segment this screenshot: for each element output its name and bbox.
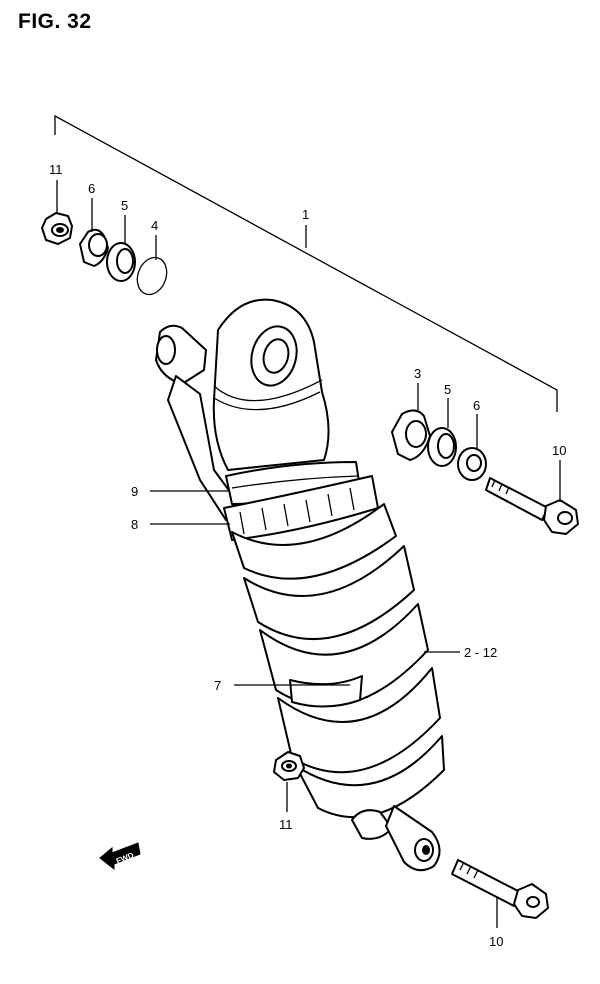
leader-lines — [56, 180, 561, 928]
coil-spring — [231, 503, 445, 819]
callout-2-12: 2 - 12 — [464, 645, 497, 660]
callout-5-left: 5 — [121, 198, 128, 213]
callout-4: 4 — [151, 218, 158, 233]
callout-6-right: 6 — [473, 398, 480, 413]
callout-11-upper: 11 — [49, 162, 63, 177]
flange-nut-lower — [273, 751, 305, 781]
fwd-arrow-icon: FWD — [99, 842, 141, 871]
oil-seal-5-left — [106, 242, 136, 282]
shock-upper-body — [155, 298, 330, 521]
callout-7: 7 — [214, 678, 221, 693]
shock-lower-mount — [351, 805, 441, 872]
callout-6-left: 6 — [88, 181, 95, 196]
circlip-4 — [136, 256, 168, 296]
callout-labels: 11 6 5 4 1 3 5 6 10 9 8 2 - 12 7 11 10 — [49, 162, 566, 949]
callout-11-lower: 11 — [279, 817, 293, 832]
collar-6-left — [79, 228, 109, 267]
assembly-bracket-line — [54, 114, 558, 412]
bolt-10-upper — [485, 477, 579, 535]
callout-10-upper: 10 — [552, 443, 566, 458]
callout-5-right: 5 — [444, 382, 451, 397]
callout-1: 1 — [302, 207, 309, 222]
bolt-10-lower — [451, 859, 549, 919]
callout-3: 3 — [414, 366, 421, 381]
damper-rod-7 — [289, 675, 363, 708]
bearing-3 — [391, 409, 431, 461]
oil-seal-5-right — [427, 427, 457, 467]
flange-nut-upper — [41, 212, 73, 245]
callout-10-lower: 10 — [489, 934, 503, 949]
callout-8: 8 — [131, 517, 138, 532]
callout-9: 9 — [131, 484, 138, 499]
collar-6-right — [457, 447, 487, 481]
figure-title: FIG. 32 — [18, 10, 92, 33]
